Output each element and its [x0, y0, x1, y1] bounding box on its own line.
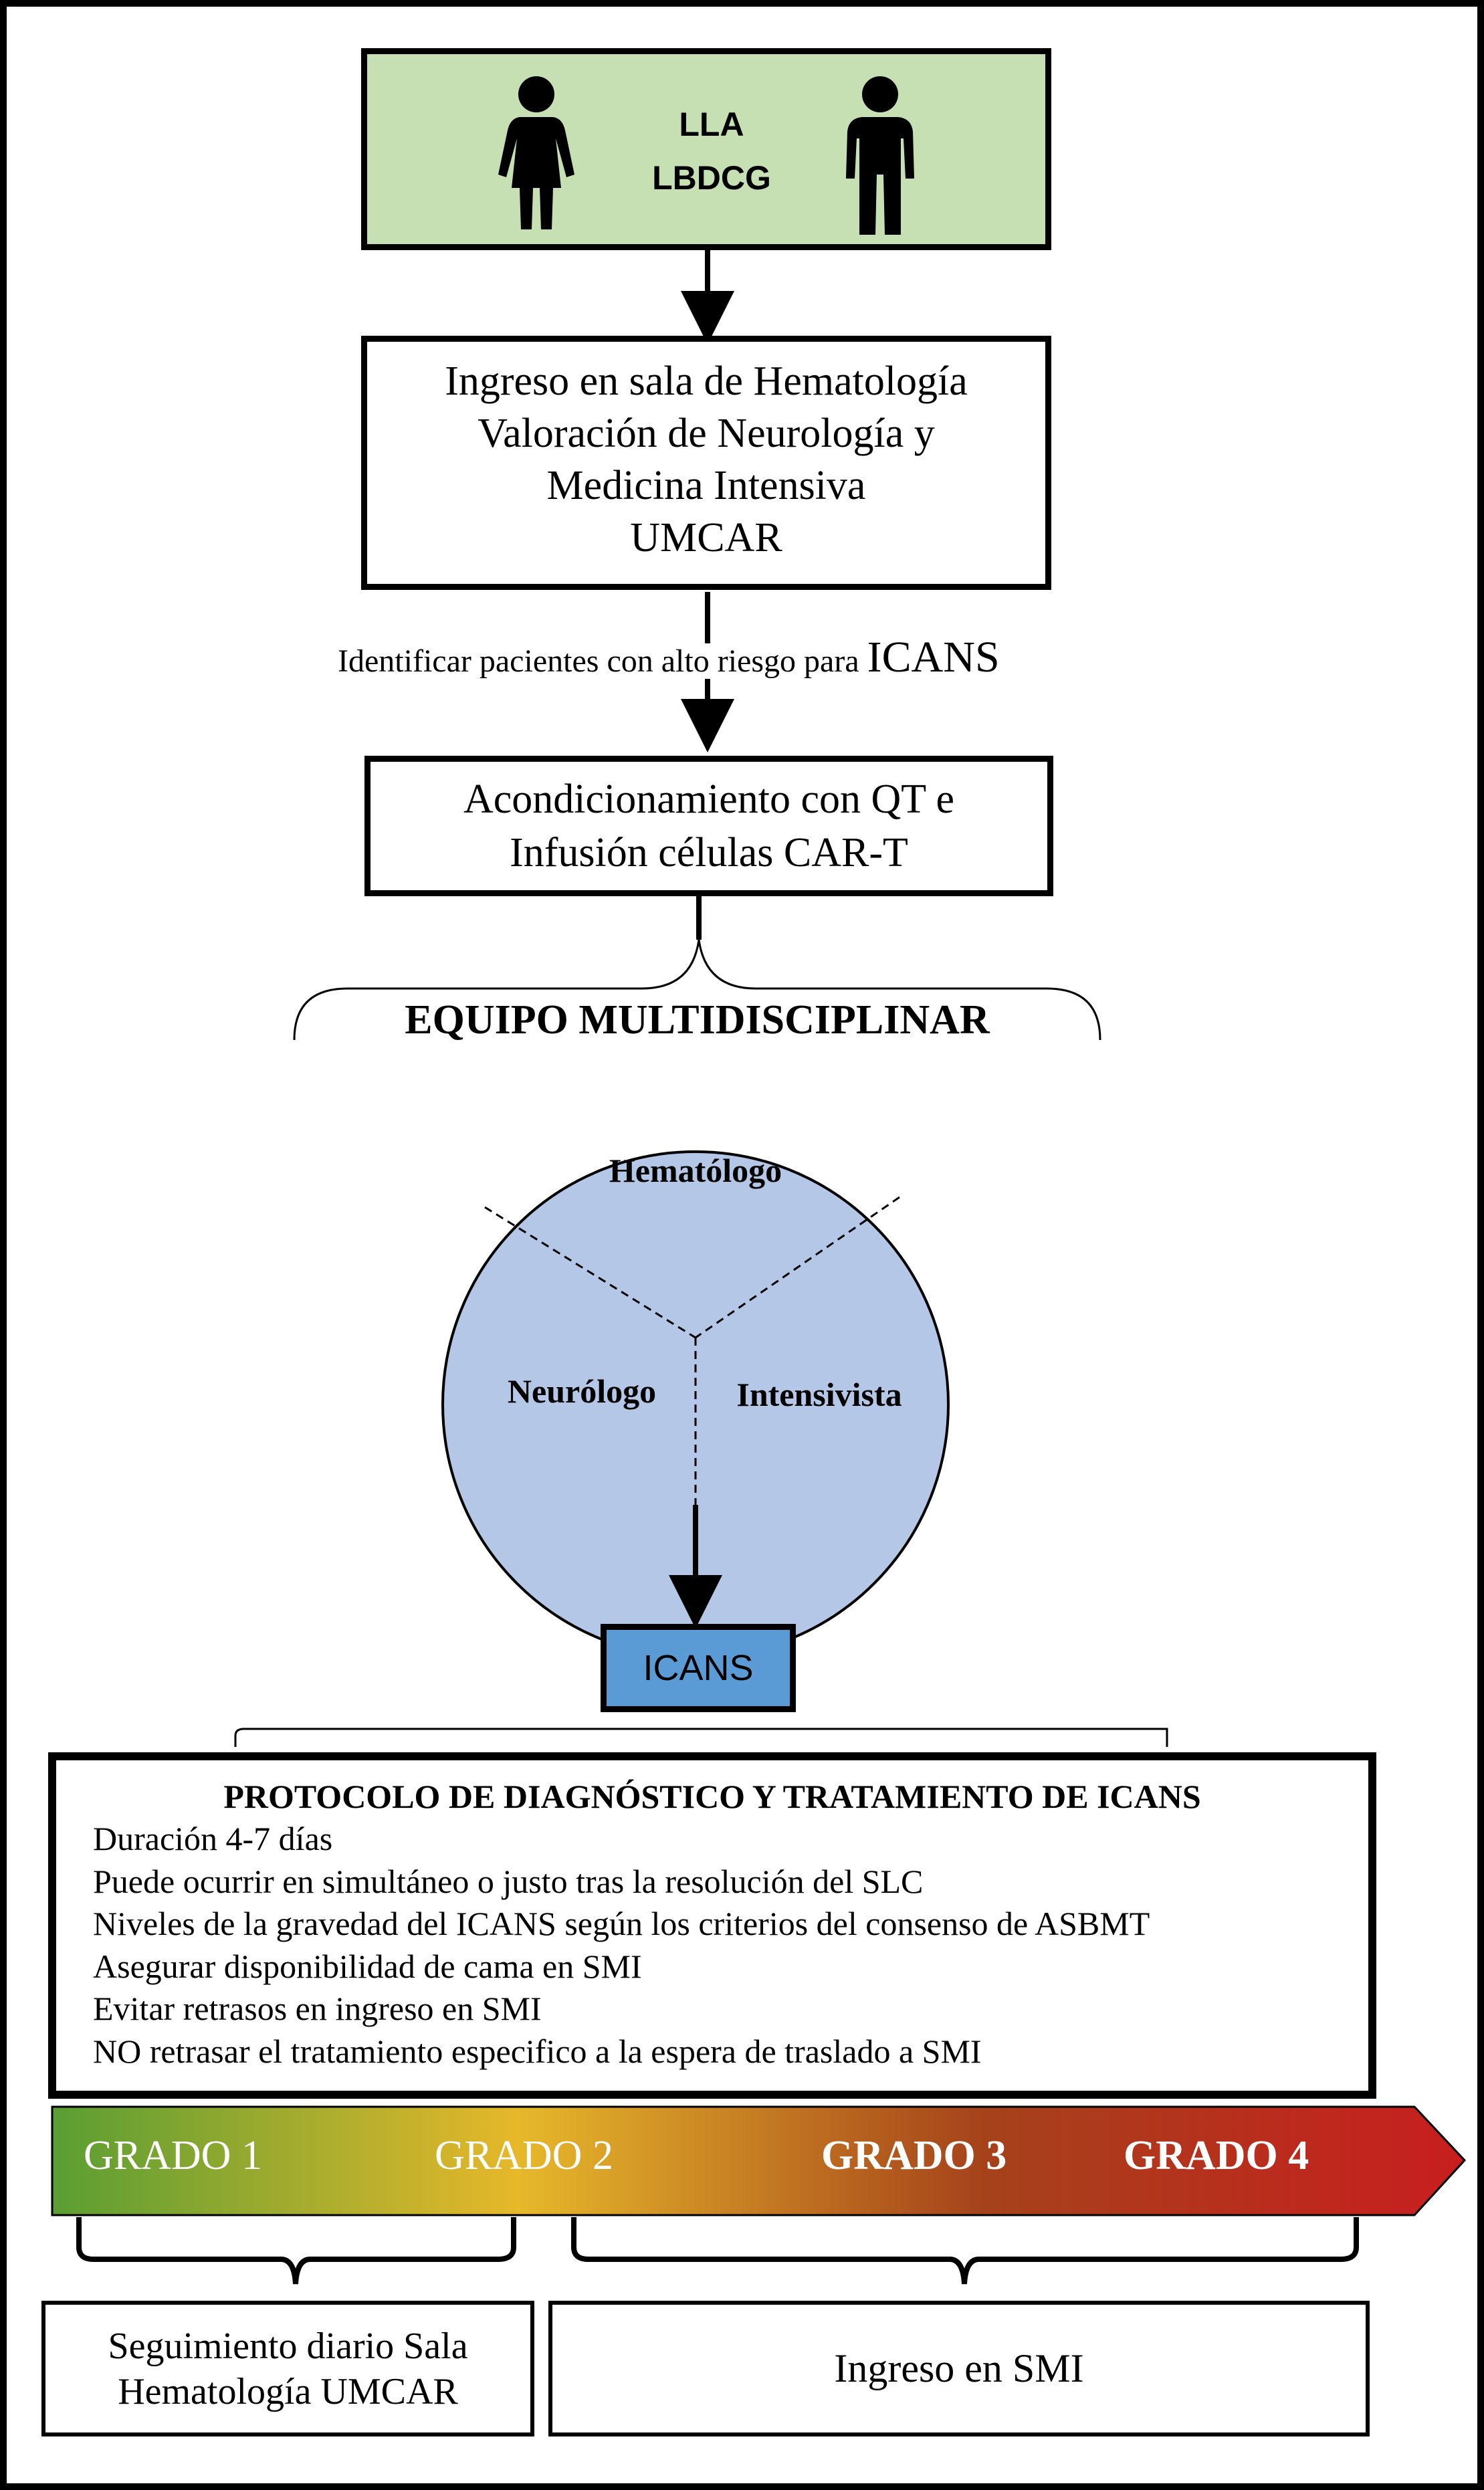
grade-4-label: GRADO 4 — [1124, 2133, 1309, 2178]
identify-risk-label: Identificar pacientes con alto riesgo pa… — [338, 632, 1140, 686]
role-neurologist: Neurólogo — [461, 1368, 702, 1415]
outcome-ward-box: Seguimiento diario Sala Hematología UMCA… — [41, 2301, 534, 2436]
grade-2-label: GRADO 2 — [435, 2133, 613, 2178]
admission-line-1: Ingreso en sala de Hematología — [445, 358, 968, 404]
team-title-text: EQUIPO MULTIDISCIPLINAR — [405, 997, 990, 1043]
admission-box: Ingreso en sala de Hematología Valoració… — [361, 336, 1051, 590]
team-title: EQUIPO MULTIDISCIPLINAR — [294, 993, 1100, 1047]
role-hematologist-label: Hematólogo — [609, 1152, 782, 1189]
grade-1-label: GRADO 1 — [84, 2133, 262, 2178]
admission-line-2: Valoración de Neurología y — [478, 411, 935, 456]
team-divider-right — [695, 1196, 900, 1339]
male-person-icon — [846, 76, 914, 235]
role-intensivist-label: Intensivista — [736, 1376, 902, 1413]
grade-arrow — [51, 2105, 1467, 2216]
protocol-items: Duración 4-7 días Puede ocurrir en simul… — [93, 1818, 1368, 2073]
admission-line-4: UMCAR — [630, 515, 782, 560]
outcome-ward-line-1: Seguimiento diario Sala — [108, 2325, 468, 2367]
grade-3-label: GRADO 3 — [821, 2133, 1007, 2178]
icans-box: ICANS — [601, 1624, 796, 1712]
protocol-item: Duración 4-7 días — [93, 1820, 333, 1857]
conditioning-line-1: Acondicionamiento con QT e — [463, 776, 955, 822]
brace-grades-2-4 — [571, 2217, 1359, 2285]
role-intensivist: Intensivista — [709, 1371, 930, 1418]
icans-box-label: ICANS — [643, 1648, 754, 1688]
protocol-item: NO retrasar el tratamiento especifico a … — [93, 2032, 982, 2070]
admission-line-3: Medicina Intensiva — [546, 463, 866, 508]
conditioning-box: Acondicionamiento con QT e Infusión célu… — [364, 756, 1053, 896]
identify-risk-icans: ICANS — [867, 633, 1000, 682]
protocol-box: PROTOCOLO DE DIAGNÓSTICO Y TRATAMIENTO D… — [48, 1752, 1376, 2099]
brace-grades-1-2 — [76, 2217, 516, 2285]
protocol-item: Asegurar disponibilidad de cama en SMI — [93, 1947, 642, 1985]
female-person-icon — [498, 76, 574, 229]
patient-box: LLA LBDCG — [361, 48, 1051, 250]
role-hematologist: Hematólogo — [548, 1147, 843, 1194]
team-divider-left — [484, 1206, 696, 1339]
role-neurologist-label: Neurólogo — [507, 1372, 657, 1410]
outcome-ward-line-2: Hematología UMCAR — [118, 2370, 458, 2412]
protocol-item: Evitar retrasos en ingreso en SMI — [93, 1990, 542, 2027]
outcome-icu-label: Ingreso en SMI — [834, 2346, 1084, 2390]
patient-type-lla: LLA — [679, 106, 744, 143]
conditioning-line-2: Infusión células CAR-T — [510, 830, 908, 875]
identify-risk-text: Identificar pacientes con alto riesgo pa… — [338, 643, 867, 679]
outcome-icu-box: Ingreso en SMI — [548, 2301, 1370, 2436]
patient-type-lbdcg: LBDCG — [652, 159, 771, 197]
protocol-item: Puede ocurrir en simultáneo o justo tras… — [93, 1862, 924, 1900]
protocol-title: PROTOCOLO DE DIAGNÓSTICO Y TRATAMIENTO D… — [223, 1778, 1201, 1815]
protocol-item: Niveles de la gravedad del ICANS según l… — [93, 1905, 1150, 1942]
team-brace — [293, 939, 1101, 1041]
protocol-brace — [234, 1728, 1168, 1747]
